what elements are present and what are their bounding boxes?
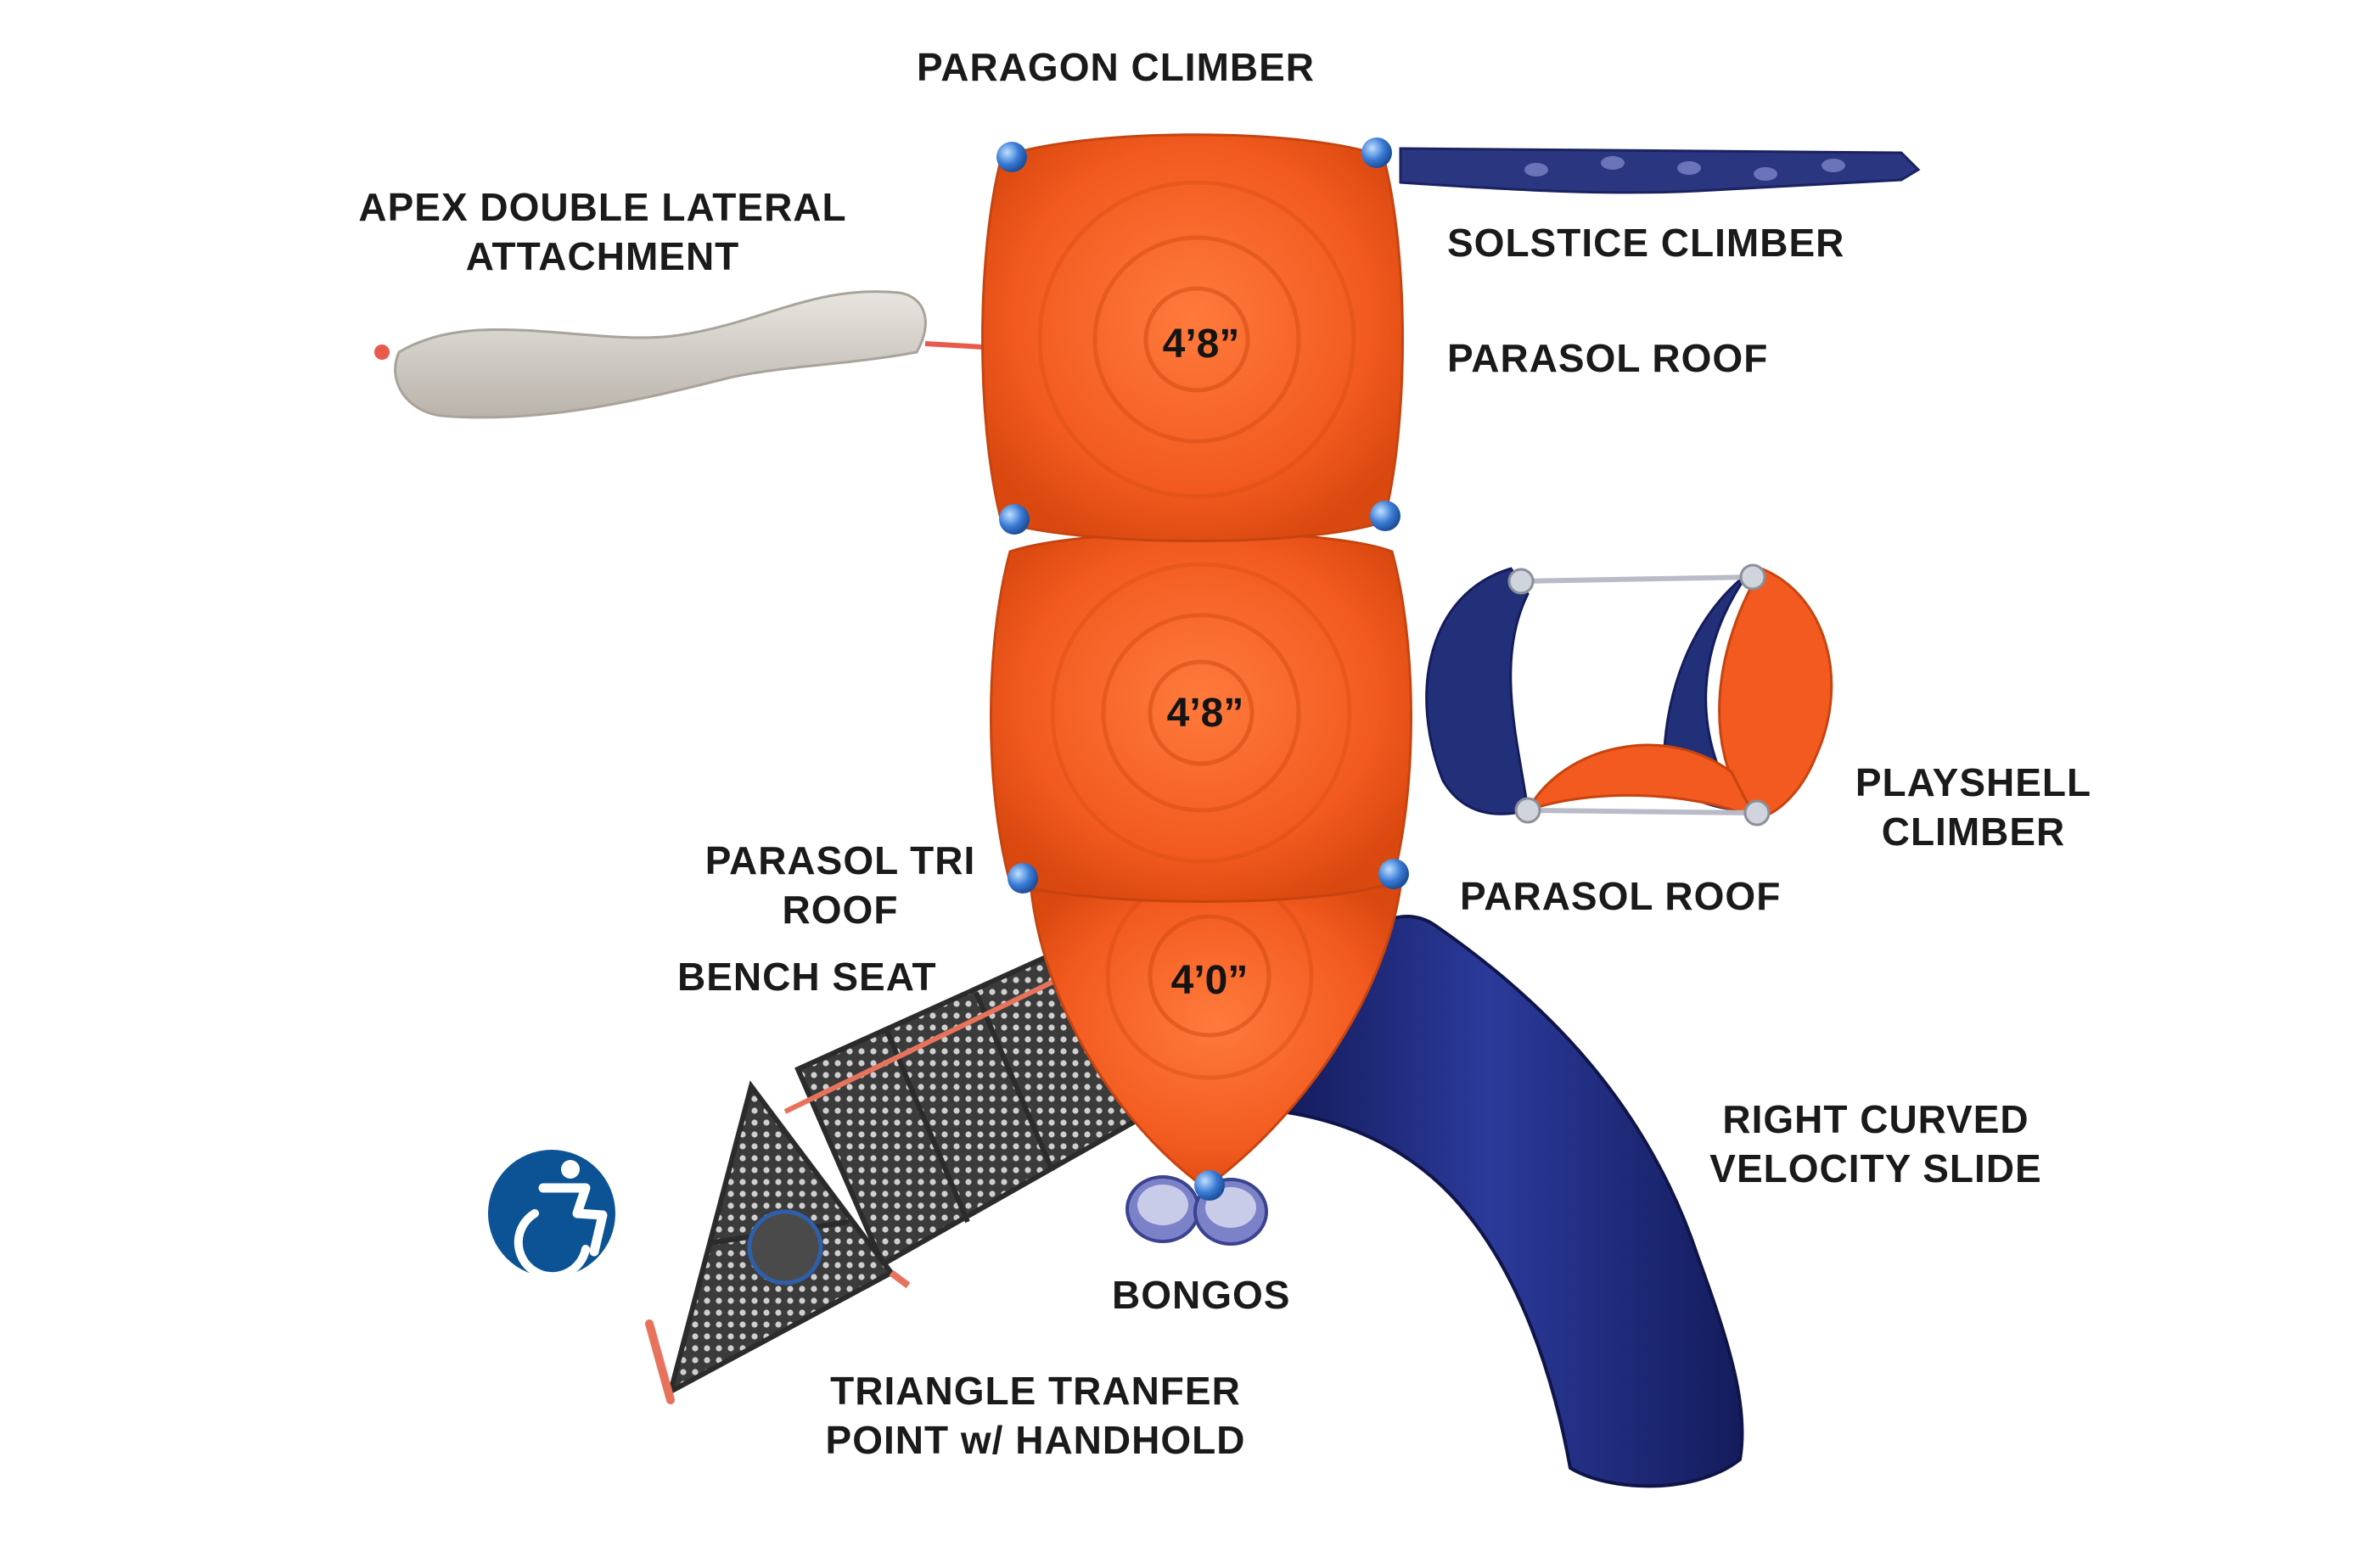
label-bongos: BONGOS — [1112, 1273, 1291, 1317]
label-apex-line1: APEX DOUBLE LATERAL — [358, 185, 847, 229]
label-slide-line2: VELOCITY SLIDE — [1709, 1146, 2042, 1190]
deck-height-middle: 4’8” — [1166, 691, 1244, 736]
deck-height-bottom: 4’0” — [1170, 958, 1249, 1003]
bench-seat — [783, 947, 1141, 1269]
label-playshell-line1: PLAYSHELL — [1855, 760, 2092, 804]
bongos — [1125, 1175, 1268, 1246]
label-paragon-climber: PARAGON CLIMBER — [917, 45, 1316, 89]
label-solstice-climber: SOLSTICE CLIMBER — [1447, 221, 1845, 265]
label-apex-line2: ATTACHMENT — [465, 234, 740, 278]
label-right-curved-velocity-slide: RIGHT CURVED VELOCITY SLIDE — [1681, 1095, 2071, 1193]
label-apex-double-lateral-attachment: APEX DOUBLE LATERAL ATTACHMENT — [348, 182, 857, 281]
deck-height-top: 4’8” — [1162, 322, 1240, 367]
parasol-roof-top — [981, 133, 1404, 542]
label-parasol-tri-roof: PARASOL TRI ROOF — [679, 836, 1002, 934]
triangle-transfer-point — [645, 1080, 911, 1404]
right-curved-velocity-slide — [1279, 915, 1744, 1488]
posts — [996, 137, 1409, 1201]
label-triangle-line1: TRIANGLE TRANFER — [830, 1369, 1241, 1413]
label-parasol-tri-line2: ROOF — [782, 888, 899, 932]
label-triangle-transfer-point: TRIANGLE TRANFER POINT w/ HANDHOLD — [781, 1366, 1290, 1465]
label-parasol-roof-middle: PARASOL ROOF — [1460, 874, 1782, 918]
label-playshell-climber: PLAYSHELL CLIMBER — [1833, 758, 2113, 856]
solstice-climber — [1399, 147, 1921, 194]
label-triangle-line2: POINT w/ HANDHOLD — [825, 1418, 1246, 1462]
apex-double-lateral-attachment — [374, 290, 998, 419]
label-slide-line1: RIGHT CURVED — [1722, 1097, 2029, 1141]
playshell-climber — [1425, 563, 1833, 826]
wheelchair-accessibility-icon — [488, 1150, 615, 1281]
label-parasol-roof-top: PARASOL ROOF — [1447, 336, 1769, 380]
label-parasol-tri-line1: PARASOL TRI — [704, 838, 976, 882]
label-bench-seat: BENCH SEAT — [677, 955, 937, 999]
label-playshell-line2: CLIMBER — [1881, 810, 2066, 854]
